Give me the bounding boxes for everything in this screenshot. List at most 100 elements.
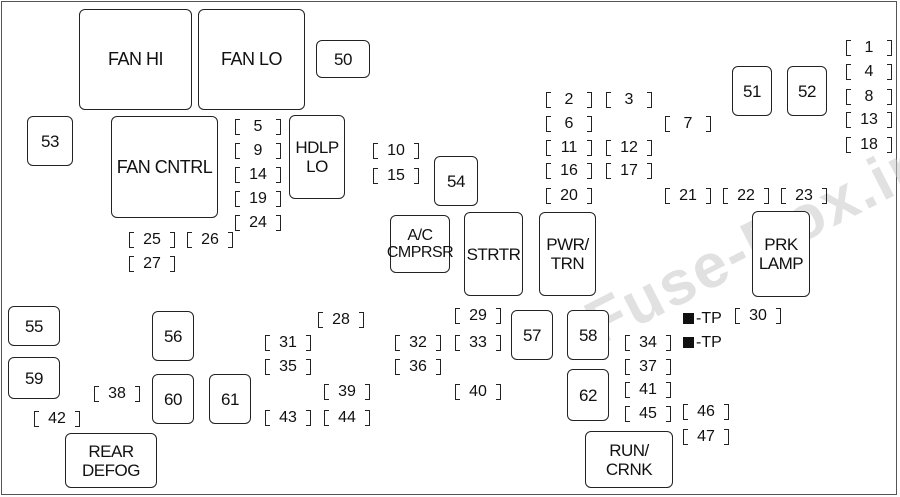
fuse-10: 10 bbox=[373, 141, 419, 161]
fuse-13: 13 bbox=[846, 110, 892, 130]
fuse-label: 37 bbox=[639, 358, 657, 375]
relay-55: 55 bbox=[8, 306, 60, 346]
fuse-label: 25 bbox=[143, 231, 161, 248]
fuse-40: 40 bbox=[455, 382, 501, 402]
fuse-45: 45 bbox=[625, 404, 671, 424]
fuse-31: 31 bbox=[265, 333, 311, 353]
fuse-label: 7 bbox=[683, 115, 693, 132]
fuse-label: 40 bbox=[469, 383, 487, 400]
fuse-label: 33 bbox=[469, 334, 487, 351]
fuse-35: 35 bbox=[265, 357, 311, 377]
fuse-19: 19 bbox=[235, 189, 281, 209]
relay-61: 61 bbox=[209, 374, 251, 424]
fuse-label: 46 bbox=[697, 403, 715, 420]
fuse-34: 34 bbox=[625, 333, 671, 353]
fuse-7: 7 bbox=[665, 114, 711, 134]
fuse-label: 26 bbox=[201, 231, 219, 248]
fuse-label: 41 bbox=[639, 381, 657, 398]
fuse-label: 30 bbox=[749, 307, 767, 324]
fuse-label: 4 bbox=[864, 63, 874, 80]
fuse-label: 47 bbox=[697, 428, 715, 445]
relay-rear-defog: REAR DEFOG bbox=[65, 433, 157, 488]
relay-fan-cntrl: FAN CNTRL bbox=[111, 116, 218, 218]
fuse-label: 20 bbox=[560, 187, 578, 204]
fuse-label: 27 bbox=[143, 255, 161, 272]
relay-53: 53 bbox=[27, 116, 73, 166]
fuse-label: 44 bbox=[338, 409, 356, 426]
fuse-label: 11 bbox=[560, 139, 578, 156]
relay-62: 62 bbox=[567, 369, 609, 421]
relay-57: 57 bbox=[511, 310, 553, 360]
fuse-label: 5 bbox=[253, 118, 263, 135]
fuse-label: 38 bbox=[108, 385, 126, 402]
fuse-36: 36 bbox=[395, 357, 441, 377]
fuse-label: 22 bbox=[737, 187, 755, 204]
fuse-label: 21 bbox=[679, 187, 697, 204]
fuse-29: 29 bbox=[455, 306, 501, 326]
fuse-label: 34 bbox=[639, 334, 657, 351]
fuse-47: 47 bbox=[683, 427, 729, 447]
square-icon bbox=[683, 337, 694, 348]
fuse-label: 15 bbox=[387, 167, 405, 184]
relay-prk-lamp: PRK LAMP bbox=[752, 211, 810, 297]
fuse-41: 41 bbox=[625, 380, 671, 400]
relay-run-crnk: RUN/ CRNK bbox=[585, 431, 673, 488]
relay-51: 51 bbox=[732, 66, 772, 116]
fuse-14: 14 bbox=[235, 165, 281, 185]
relay-ac-cmprsr: A/C CMPRSR bbox=[387, 215, 454, 273]
fuse-21: 21 bbox=[665, 186, 711, 206]
square-icon bbox=[683, 313, 694, 324]
fuse-label: 18 bbox=[860, 136, 878, 153]
fuse-label: 10 bbox=[387, 142, 405, 159]
fuse-38: 38 bbox=[94, 384, 140, 404]
fuse-label: 31 bbox=[279, 334, 297, 351]
fuse-label: 28 bbox=[332, 311, 350, 328]
fuse-label: 17 bbox=[620, 162, 638, 179]
fuse-33: 33 bbox=[455, 333, 501, 353]
fuse-label: 6 bbox=[564, 115, 574, 132]
relay-52: 52 bbox=[787, 66, 827, 116]
fuse-32: 32 bbox=[395, 333, 441, 353]
fuse-23: 23 bbox=[781, 186, 827, 206]
fuse-label: 39 bbox=[338, 383, 356, 400]
relay-58: 58 bbox=[567, 310, 609, 360]
test-point-label: -TP bbox=[696, 310, 722, 327]
fuse-15: 15 bbox=[373, 166, 419, 186]
fuse-label: 16 bbox=[560, 162, 578, 179]
fuse-label: 23 bbox=[795, 187, 813, 204]
fuse-label: 43 bbox=[279, 409, 297, 426]
fuse-label: 19 bbox=[249, 190, 267, 207]
fuse-12: 12 bbox=[606, 138, 652, 158]
fuse-26: 26 bbox=[187, 230, 233, 250]
test-point-label: -TP bbox=[696, 334, 722, 351]
fuse-28: 28 bbox=[318, 310, 364, 330]
fuse-6: 6 bbox=[546, 114, 592, 134]
fuse-25: 25 bbox=[129, 230, 175, 250]
fuse-16: 16 bbox=[546, 161, 592, 181]
relay-fan-hi: FAN HI bbox=[79, 9, 192, 110]
fuse-9: 9 bbox=[235, 141, 281, 161]
fuse-11: 11 bbox=[546, 138, 592, 158]
fuse-label: 13 bbox=[860, 111, 878, 128]
fuse-label: 32 bbox=[409, 334, 427, 351]
relay-60: 60 bbox=[152, 374, 194, 424]
fuse-label: 24 bbox=[249, 214, 267, 231]
fuse-label: 29 bbox=[469, 307, 487, 324]
fuse-2: 2 bbox=[546, 90, 592, 110]
fuse-label: 3 bbox=[624, 91, 634, 108]
fuse-1: 1 bbox=[846, 38, 892, 58]
test-point-2: -TP bbox=[683, 333, 722, 353]
fuse-20: 20 bbox=[546, 186, 592, 206]
fuse-label: 8 bbox=[864, 88, 874, 105]
test-point-1: -TP bbox=[683, 309, 722, 329]
fuse-18: 18 bbox=[846, 135, 892, 155]
fuse-label: 9 bbox=[253, 142, 263, 159]
fuse-label: 2 bbox=[564, 91, 574, 108]
fuse-22: 22 bbox=[723, 186, 769, 206]
relay-54: 54 bbox=[434, 156, 478, 206]
fuse-30: 30 bbox=[735, 306, 781, 326]
fuse-43: 43 bbox=[265, 408, 311, 428]
relay-pwr-trn: PWR/ TRN bbox=[539, 212, 596, 296]
